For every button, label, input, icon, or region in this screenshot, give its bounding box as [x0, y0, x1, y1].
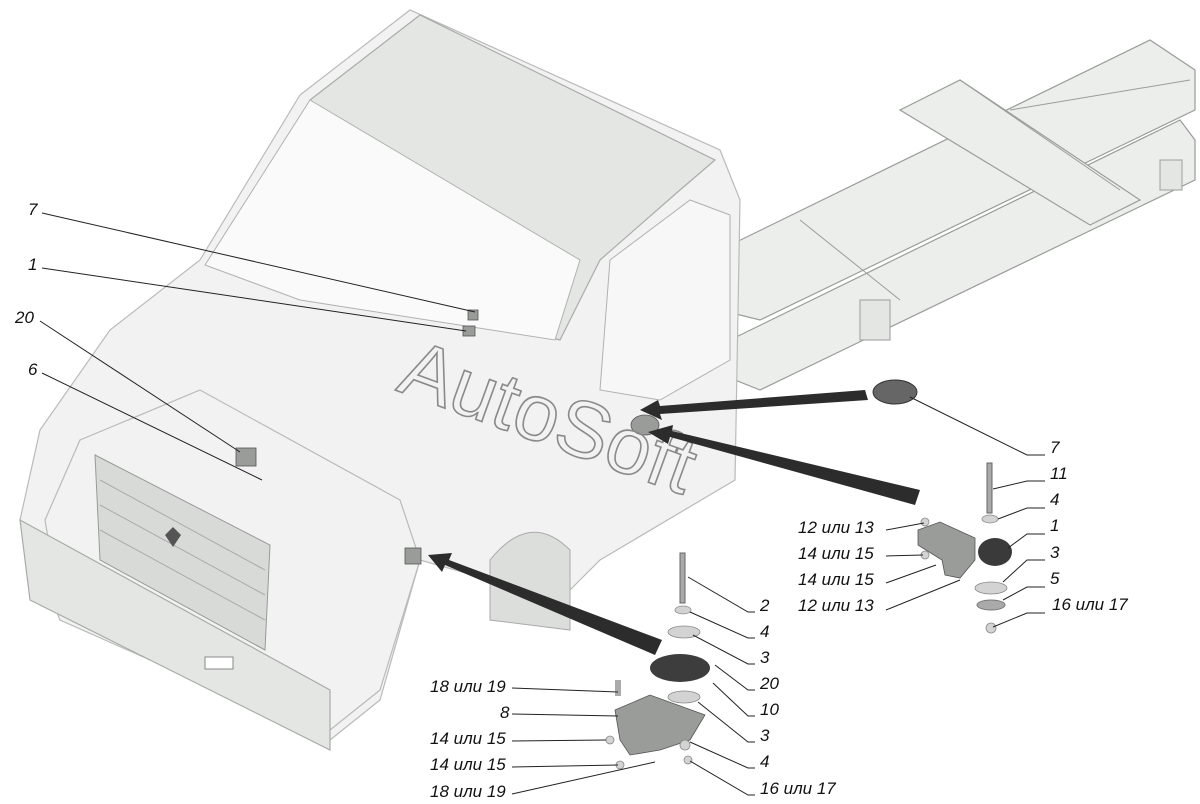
leader-lines: [39, 212, 1045, 796]
cab-callouts: 7 1 20 6: [14, 200, 38, 379]
callout-label: 20: [759, 674, 779, 693]
rear-mount-callouts: 12 или 13 14 или 15 14 или 15 12 или 13 …: [798, 438, 1128, 615]
callout-label: 16 или 17: [760, 779, 836, 798]
callout-label: 12 или 13: [798, 596, 874, 615]
callout-label: 14 или 15: [798, 544, 874, 563]
callout-label: 3: [760, 648, 770, 667]
callout-label: 14 или 15: [430, 729, 506, 748]
pointer-arrows: [428, 390, 920, 655]
callout-label: 8: [500, 703, 510, 722]
callout-label: 4: [1050, 490, 1059, 509]
callout-label: 18 или 19: [430, 782, 506, 801]
callout-label: 4: [760, 622, 769, 641]
cab-mount-points: [235, 309, 660, 565]
callout-label: 7: [28, 200, 38, 219]
chassis-frame: [719, 39, 1196, 391]
truck-cab: [19, 9, 741, 751]
callout-label: 5: [1050, 569, 1060, 588]
callout-label: 4: [760, 752, 769, 771]
callout-label: 18 или 19: [430, 677, 506, 696]
front-mount-assembly: [605, 552, 710, 770]
arrow-icon: [648, 425, 920, 505]
callout-label: 12 или 13: [798, 518, 874, 537]
arrow-icon: [640, 390, 868, 420]
callout-label: 20: [14, 308, 34, 327]
callout-label: 1: [1050, 516, 1059, 535]
callout-label: 11: [1050, 464, 1068, 483]
rear-mount-assembly: [872, 379, 1012, 634]
callout-label: 7: [1050, 438, 1060, 457]
callout-label: 6: [28, 360, 38, 379]
front-mount-callouts: 18 или 19 8 14 или 15 14 или 15 18 или 1…: [430, 596, 836, 801]
callout-label: 14 или 15: [798, 570, 874, 589]
callout-label: 2: [759, 596, 770, 615]
callout-label: 3: [1050, 543, 1060, 562]
callout-label: 14 или 15: [430, 755, 506, 774]
callout-label: 16 или 17: [1052, 595, 1128, 614]
callout-label: 10: [760, 700, 779, 719]
callout-label: 1: [28, 255, 37, 274]
arrow-icon: [428, 553, 662, 655]
callout-label: 3: [760, 726, 770, 745]
